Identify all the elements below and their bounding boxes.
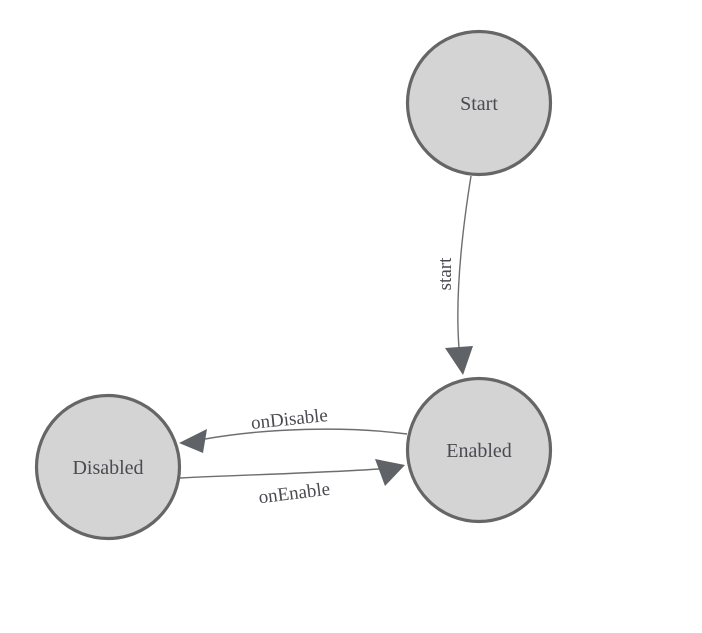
transition-label-onenable: onEnable bbox=[257, 479, 331, 509]
state-node-start: Start bbox=[405, 29, 553, 177]
state-circle-start bbox=[405, 29, 553, 177]
transition-disabled-to-enabled: onEnable bbox=[179, 459, 405, 509]
arrowhead-down-icon bbox=[445, 346, 473, 375]
state-circle-enabled bbox=[405, 376, 553, 524]
transition-label-start: start bbox=[435, 257, 456, 290]
arrowhead-left-icon bbox=[179, 429, 207, 453]
state-node-disabled: Disabled bbox=[34, 393, 182, 541]
transition-enabled-to-disabled: onDisable bbox=[179, 405, 408, 453]
edge-line-ondisable bbox=[204, 428, 408, 440]
edge-line-start bbox=[457, 175, 472, 349]
state-label-enabled: Enabled bbox=[446, 440, 512, 462]
transition-start-to-enabled: start bbox=[435, 175, 473, 375]
edge-line-onenable bbox=[179, 468, 380, 479]
state-circle-disabled bbox=[34, 393, 182, 541]
state-label-disabled: Disabled bbox=[72, 457, 143, 479]
state-node-enabled: Enabled bbox=[405, 376, 553, 524]
arrowhead-right-icon bbox=[375, 459, 405, 486]
state-label-start: Start bbox=[460, 93, 498, 115]
